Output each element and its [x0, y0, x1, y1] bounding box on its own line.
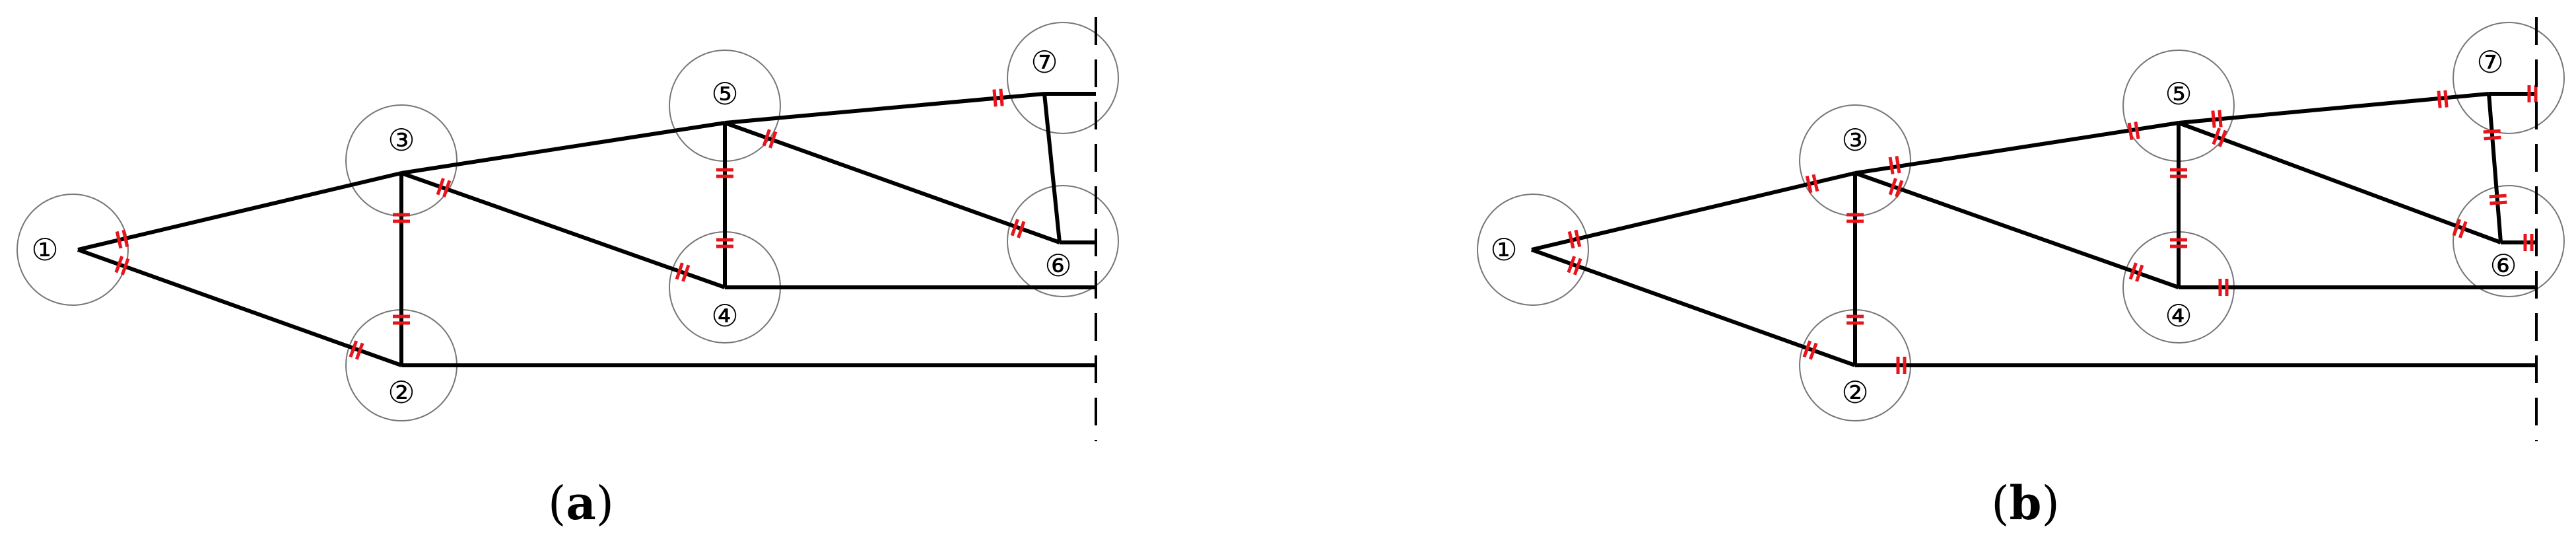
hinge-mark — [2211, 110, 2223, 128]
node-label-4: ④ — [2165, 298, 2192, 334]
hinge-mark — [393, 213, 410, 223]
hinge-mark — [1888, 178, 1904, 198]
member-3-5 — [401, 121, 726, 175]
hinge-mark — [1567, 256, 1582, 275]
joint-circle-1 — [17, 194, 129, 306]
node-label-7: ⑦ — [2476, 44, 2503, 80]
hinge-marks-b — [1567, 85, 2538, 374]
joint-circle-6 — [1007, 185, 1119, 297]
member-1-2 — [77, 248, 403, 367]
hinge-mark — [393, 314, 410, 325]
hinge-mark — [716, 168, 733, 178]
hinge-mark — [2212, 127, 2227, 147]
joint-circle-7 — [1007, 22, 1119, 134]
hinge-mark — [992, 89, 1004, 107]
node-label-1: ① — [31, 232, 58, 268]
truss-members-a — [77, 92, 1096, 367]
node-label-5: ⑤ — [2165, 76, 2192, 112]
truss-members-b — [1530, 92, 2536, 367]
member-7-6 — [2487, 93, 2503, 243]
caption-close-paren: ) — [596, 476, 614, 530]
caption-open-paren: ( — [548, 476, 566, 530]
member-3-4 — [401, 171, 726, 289]
hinge-mark — [115, 229, 129, 249]
hinge-mark — [1896, 357, 1907, 374]
node-label-4: ④ — [711, 298, 738, 334]
hinge-marks-a — [114, 89, 1026, 360]
node-labels-a: ① ② ③ ④ ⑤ ⑥ ⑦ — [31, 44, 1071, 410]
hinge-mark — [1847, 213, 1864, 223]
panel-b: ① ② ③ ④ ⑤ ⑥ ⑦ (b) — [1477, 17, 2565, 530]
hinge-mark — [436, 178, 452, 198]
hinge-mark — [2437, 90, 2449, 108]
hinge-mark — [2523, 234, 2534, 251]
member-1-3 — [1531, 171, 1856, 252]
node-label-2: ② — [1841, 375, 1868, 410]
node-labels-b: ① ② ③ ④ ⑤ ⑥ ⑦ — [1490, 44, 2517, 410]
hinge-mark — [2218, 279, 2229, 296]
hinge-mark — [349, 340, 364, 360]
member-7-6 — [1042, 93, 1062, 243]
node-label-1: ① — [1490, 232, 1517, 268]
member-5-6 — [2177, 121, 2502, 244]
member-1-2 — [1530, 248, 1856, 367]
node-label-3: ③ — [388, 122, 415, 158]
caption-open-paren: ( — [1991, 476, 2009, 530]
panel-caption-a: (a) — [548, 476, 614, 530]
node-label-7: ⑦ — [1031, 44, 1058, 80]
node-label-6: ⑥ — [2490, 248, 2517, 283]
joint-circle-6 — [2453, 185, 2565, 297]
hinge-mark — [2127, 121, 2140, 141]
hinge-mark — [1802, 340, 1818, 360]
hinge-mark — [2452, 219, 2468, 238]
joint-circle-7 — [2453, 22, 2565, 134]
hinge-mark — [2170, 168, 2187, 178]
node-label-3: ③ — [1841, 122, 1868, 158]
member-5-6 — [724, 121, 1061, 244]
hinge-mark — [1010, 219, 1026, 238]
member-5-7 — [724, 92, 1045, 125]
hinge-mark — [716, 238, 733, 248]
joint-circles-a — [17, 22, 1119, 421]
member-3-5 — [1854, 121, 2179, 175]
hinge-mark — [2483, 129, 2501, 141]
caption-close-paren: ) — [2041, 476, 2059, 530]
member-5-7 — [2178, 92, 2490, 125]
hinge-mark — [1805, 174, 1819, 194]
hinge-mark — [2527, 85, 2538, 102]
member-3-4 — [1854, 171, 2179, 289]
panel-caption-b: (b) — [1991, 476, 2060, 530]
hinge-mark — [2489, 194, 2507, 205]
hinge-mark — [1567, 229, 1582, 249]
node-label-6: ⑥ — [1044, 248, 1071, 283]
joint-circles-b — [1477, 22, 2565, 421]
hinge-mark — [114, 256, 130, 275]
joint-circle-1 — [1477, 194, 1589, 306]
node-label-5: ⑤ — [711, 76, 738, 112]
caption-letter: a — [566, 476, 595, 530]
hinge-mark — [1847, 314, 1864, 325]
hinge-mark — [762, 129, 778, 149]
caption-letter: b — [2010, 476, 2042, 530]
node-label-2: ② — [388, 375, 415, 410]
hinge-mark — [1888, 155, 1901, 175]
member-1-3 — [77, 171, 402, 252]
hinge-mark — [2128, 262, 2144, 282]
hinge-mark — [2170, 238, 2187, 248]
panel-a: ① ② ③ ④ ⑤ ⑥ ⑦ (a) — [17, 17, 1119, 530]
hinge-mark — [675, 262, 691, 282]
